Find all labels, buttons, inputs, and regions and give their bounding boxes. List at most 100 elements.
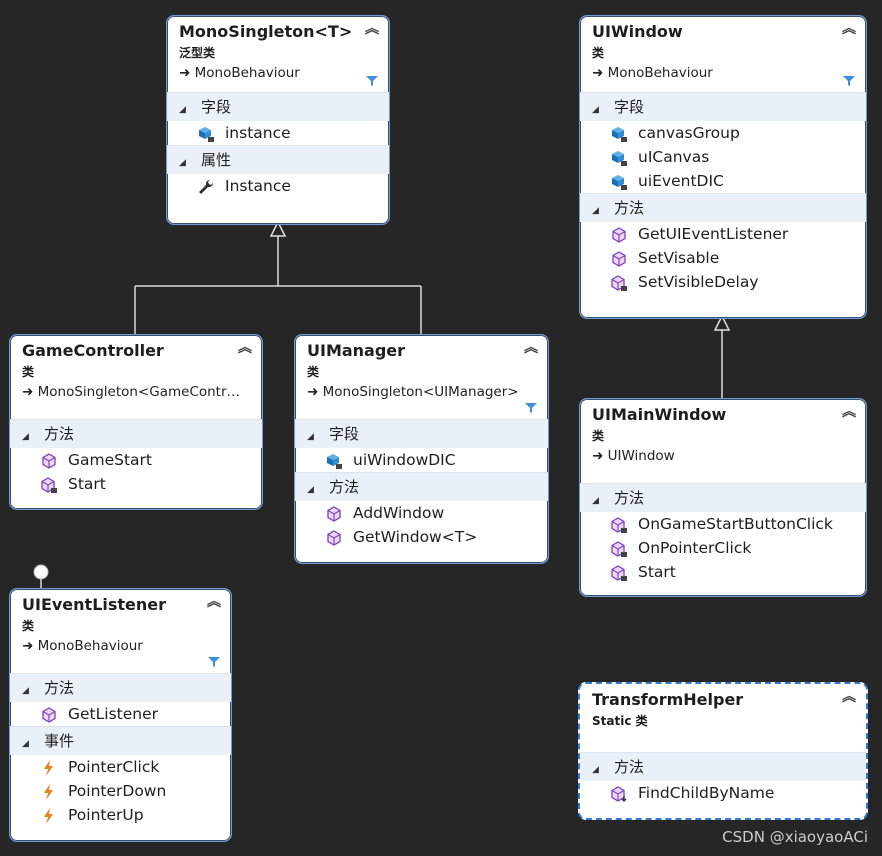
collapse-triangle-icon[interactable]: ◢	[307, 432, 314, 442]
class-name: MonoSingleton<T>	[179, 22, 353, 41]
filter-icon[interactable]	[207, 655, 221, 669]
section-fields[interactable]: ◢字段	[167, 92, 389, 121]
member-name: Instance	[225, 177, 291, 195]
member-row[interactable]: canvasGroup	[580, 121, 866, 145]
base-type-label: MonoBehaviour	[194, 65, 300, 81]
member-row[interactable]: Instance	[167, 174, 389, 198]
member-row[interactable]: uiEventDIC	[580, 169, 866, 193]
class-kind: 泛型类	[179, 46, 216, 60]
member-row[interactable]: uiWindowDIC	[295, 448, 548, 472]
member-row[interactable]: GameStart	[10, 448, 262, 472]
class-header: UIWindow 类 ➜ MonoBehaviour ︽	[580, 16, 866, 92]
private-method-icon	[611, 275, 627, 291]
member-name: PointerClick	[68, 758, 160, 776]
class-box-transformhelper[interactable]: TransformHelper Static 类 ︽ ◢ 方法 FindChild…	[578, 682, 868, 820]
class-kind: 类	[592, 429, 605, 443]
class-kind: 类	[22, 619, 35, 633]
member-row[interactable]: PointerDown	[10, 779, 231, 803]
class-kind: 类	[307, 365, 320, 379]
member-row[interactable]: GetUIEventListener	[580, 222, 866, 246]
section-fields[interactable]: ◢字段	[295, 419, 548, 448]
class-box-monosingleton[interactable]: MonoSingleton<T> 泛型类 ➜ MonoBehaviour ︽ ◢…	[166, 15, 390, 225]
member-name: uiEventDIC	[638, 172, 724, 190]
collapse-chevrons-icon[interactable]: ︽	[842, 404, 856, 420]
class-box-uieventlistener[interactable]: UIEventListener 类 ➜ MonoBehaviour ︽ ◢方法 …	[9, 588, 232, 842]
collapse-chevrons-icon[interactable]: ︽	[207, 594, 221, 610]
class-box-uimainwindow[interactable]: UIMainWindow 类 ➜ UIWindow ︽ ◢方法 OnGameSt…	[579, 398, 867, 597]
collapse-triangle-icon[interactable]: ◢	[307, 485, 314, 495]
collapse-triangle-icon[interactable]: ◢	[592, 206, 599, 216]
section-properties[interactable]: ◢属性	[167, 145, 389, 174]
member-row[interactable]: Start	[10, 472, 262, 496]
method-cube-icon	[327, 530, 341, 546]
member-row[interactable]: AddWindow	[295, 501, 548, 525]
member-row[interactable]: uICanvas	[580, 145, 866, 169]
member-row[interactable]: SetVisibleDelay	[580, 270, 866, 294]
member-row[interactable]: PointerClick	[10, 755, 231, 779]
collapse-triangle-icon[interactable]: ◢	[592, 105, 599, 115]
method-cube-icon	[42, 453, 56, 469]
collapse-triangle-icon[interactable]: ◢	[22, 739, 29, 749]
collapse-triangle-icon[interactable]: ◢	[22, 432, 29, 442]
section-methods[interactable]: ◢方法	[580, 483, 866, 512]
member-name: Start	[68, 475, 106, 493]
private-method-icon	[611, 541, 627, 557]
class-box-uiwindow[interactable]: UIWindow 类 ➜ MonoBehaviour ︽ ◢ 字段 canvasG…	[579, 15, 867, 319]
class-base: ➜ MonoBehaviour	[179, 65, 300, 81]
member-row[interactable]: Start	[580, 560, 866, 584]
class-box-uimanager[interactable]: UIManager 类 ➜ MonoSingleton<UIManager> ︽…	[294, 334, 549, 564]
member-row[interactable]: FindChildByName	[580, 781, 866, 805]
collapse-triangle-icon[interactable]: ◢	[22, 686, 29, 696]
class-name: UIEventListener	[22, 595, 167, 614]
member-row[interactable]: PointerUp	[10, 803, 231, 827]
collapse-chevrons-icon[interactable]: ︽	[842, 689, 856, 705]
class-header: TransformHelper Static 类 ︽	[580, 684, 866, 752]
watermark: CSDN @xiaoyaoACi	[722, 828, 868, 846]
section-title: 字段	[614, 98, 645, 116]
collapse-triangle-icon[interactable]: ◢	[592, 765, 599, 775]
section-methods[interactable]: ◢ 方法	[580, 752, 866, 781]
method-cube-icon	[42, 707, 56, 723]
member-row[interactable]: SetVisable	[580, 246, 866, 270]
member-name: AddWindow	[353, 504, 445, 522]
section-methods[interactable]: ◢方法	[10, 673, 231, 702]
collapse-chevrons-icon[interactable]: ︽	[524, 340, 538, 356]
method-cube-icon	[612, 227, 626, 243]
member-name: instance	[225, 124, 291, 142]
static-method-icon	[611, 786, 627, 802]
member-row[interactable]: GetWindow<T>	[295, 525, 548, 549]
member-name: GetWindow<T>	[353, 528, 478, 546]
section-methods[interactable]: ◢方法	[10, 419, 262, 448]
section-methods[interactable]: ◢方法	[580, 193, 866, 222]
filter-icon[interactable]	[524, 401, 538, 415]
collapse-chevrons-icon[interactable]: ︽	[365, 21, 379, 37]
collapse-triangle-icon[interactable]: ◢	[179, 158, 186, 168]
member-name: OnPointerClick	[638, 539, 752, 557]
private-field-icon	[612, 151, 627, 166]
class-kind: 类	[592, 46, 605, 60]
section-methods[interactable]: ◢方法	[295, 472, 548, 501]
member-name: SetVisable	[638, 249, 720, 267]
class-header: UIManager 类 ➜ MonoSingleton<UIManager> ︽	[295, 335, 548, 419]
event-lightning-icon	[44, 784, 53, 800]
section-title: 方法	[614, 758, 645, 776]
event-lightning-icon	[44, 760, 53, 776]
section-fields[interactable]: ◢ 字段	[580, 92, 866, 121]
class-box-gamecontroller[interactable]: GameController 类 ➜ MonoSingleton<GameCon…	[9, 334, 263, 510]
base-type-label: MonoBehaviour	[37, 638, 143, 654]
collapse-chevrons-icon[interactable]: ︽	[842, 21, 856, 37]
collapse-chevrons-icon[interactable]: ︽	[238, 340, 252, 356]
collapse-triangle-icon[interactable]: ◢	[179, 105, 186, 115]
member-name: PointerUp	[68, 806, 144, 824]
member-row[interactable]: instance	[167, 121, 389, 145]
member-row[interactable]: OnPointerClick	[580, 536, 866, 560]
filter-icon[interactable]	[365, 74, 379, 88]
collapse-triangle-icon[interactable]: ◢	[592, 496, 599, 506]
class-base: ➜ MonoBehaviour	[592, 65, 713, 81]
member-row[interactable]: GetListener	[10, 702, 231, 726]
section-events[interactable]: ◢事件	[10, 726, 231, 755]
member-row[interactable]: OnGameStartButtonClick	[580, 512, 866, 536]
member-name: uiWindowDIC	[353, 451, 456, 469]
filter-icon[interactable]	[842, 74, 856, 88]
member-name: FindChildByName	[638, 784, 775, 802]
